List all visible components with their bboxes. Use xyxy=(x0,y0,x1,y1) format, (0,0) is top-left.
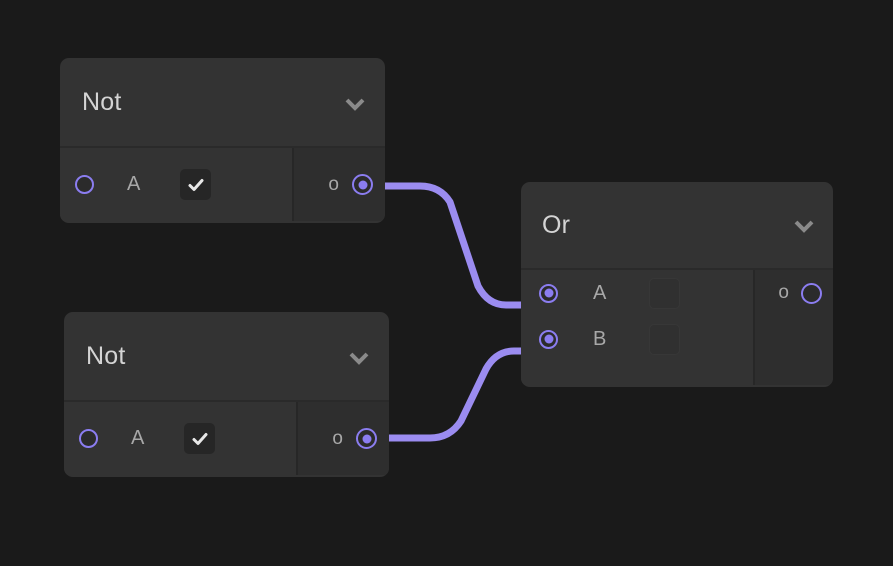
connection-cable[interactable] xyxy=(376,182,544,309)
node-header[interactable]: Or xyxy=(521,182,833,270)
node-header[interactable]: Not xyxy=(60,58,385,148)
input-port-row[interactable]: B xyxy=(521,316,753,362)
input-port-row[interactable]: A xyxy=(521,270,753,316)
input-checkbox[interactable] xyxy=(649,277,681,309)
input-checkbox[interactable] xyxy=(649,323,681,355)
output-port-label: o xyxy=(778,282,789,303)
output-port-row[interactable]: o xyxy=(294,148,385,221)
node-body: A B o xyxy=(521,270,833,385)
node-inputs: A xyxy=(60,148,292,221)
node-title: Not xyxy=(82,87,122,116)
output-port-row[interactable]: o xyxy=(755,270,833,316)
node-inputs: A xyxy=(64,402,296,475)
input-port-row[interactable]: A xyxy=(64,402,296,475)
node-inputs: A B xyxy=(521,270,753,385)
output-port-dot[interactable] xyxy=(801,282,822,304)
node-outputs: o xyxy=(753,270,833,385)
node-outputs: o xyxy=(292,148,385,221)
node-or-1[interactable]: Or A B o xyxy=(521,182,833,387)
output-port-label: o xyxy=(328,173,339,195)
input-port-row[interactable]: A xyxy=(60,148,292,221)
node-title: Or xyxy=(542,210,571,239)
chevron-down-icon[interactable] xyxy=(347,350,371,366)
node-header[interactable]: Not xyxy=(64,312,389,402)
connection-cable[interactable] xyxy=(382,347,546,442)
node-body: A o xyxy=(60,148,385,221)
input-port-label: B xyxy=(593,327,607,350)
input-port-label: A xyxy=(593,281,607,304)
chevron-down-icon[interactable] xyxy=(343,96,367,112)
output-port-dot[interactable] xyxy=(356,428,377,449)
output-port-row[interactable]: o xyxy=(298,402,389,475)
input-port-dot[interactable] xyxy=(539,329,558,349)
checkmark-icon xyxy=(192,432,208,445)
node-outputs: o xyxy=(296,402,389,475)
node-body: A o xyxy=(64,402,389,475)
input-port-label: A xyxy=(127,173,141,195)
node-title: Not xyxy=(86,341,126,370)
output-port-label: o xyxy=(332,427,343,449)
input-checkbox[interactable] xyxy=(180,169,212,200)
input-checkbox[interactable] xyxy=(184,423,216,454)
input-port-dot[interactable] xyxy=(539,283,558,303)
chevron-down-icon[interactable] xyxy=(792,218,816,234)
output-port-dot[interactable] xyxy=(352,174,373,195)
node-not-2[interactable]: Not A o xyxy=(64,312,389,477)
node-not-1[interactable]: Not A o xyxy=(60,58,385,223)
checkmark-icon xyxy=(188,178,204,191)
input-port-label: A xyxy=(131,427,145,449)
input-port-dot[interactable] xyxy=(75,175,94,194)
input-port-dot[interactable] xyxy=(79,429,98,448)
